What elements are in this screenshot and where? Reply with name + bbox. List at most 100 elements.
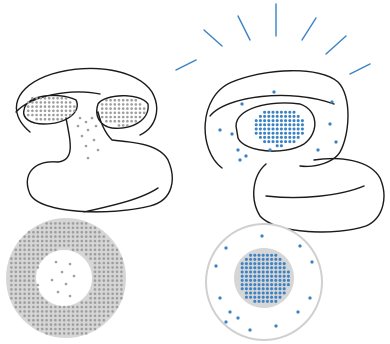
dot xyxy=(40,114,43,117)
dot xyxy=(258,287,261,290)
dot xyxy=(287,279,290,282)
dot xyxy=(85,222,88,225)
dot xyxy=(94,284,97,287)
dot xyxy=(19,279,22,282)
dot xyxy=(267,123,270,126)
dot xyxy=(107,244,110,247)
dot xyxy=(54,249,57,252)
dot xyxy=(118,116,121,119)
dot xyxy=(105,99,108,102)
dot xyxy=(45,227,48,230)
dot xyxy=(109,112,112,115)
dot xyxy=(23,315,26,318)
dot xyxy=(67,231,70,234)
dot xyxy=(28,297,31,300)
dot xyxy=(249,287,252,290)
dot xyxy=(72,231,75,234)
dot xyxy=(103,257,106,260)
dot xyxy=(214,264,217,267)
dot xyxy=(85,332,88,335)
dot xyxy=(19,249,22,252)
dot xyxy=(301,119,304,122)
dot xyxy=(50,323,53,326)
dot xyxy=(52,105,55,108)
dot xyxy=(89,306,92,309)
dot xyxy=(126,112,129,115)
dot xyxy=(249,279,252,282)
dot xyxy=(103,262,106,265)
dot xyxy=(263,119,266,122)
dot xyxy=(15,288,18,291)
dot xyxy=(122,124,125,127)
dot xyxy=(297,123,300,126)
dot xyxy=(279,262,282,265)
dot xyxy=(89,231,92,234)
dot xyxy=(76,249,79,252)
dot xyxy=(107,240,110,243)
dot xyxy=(241,271,244,274)
dot xyxy=(263,115,266,118)
signal-rays xyxy=(176,4,370,74)
dot xyxy=(40,118,43,121)
dot xyxy=(23,249,26,252)
dot xyxy=(56,101,59,104)
dot xyxy=(10,288,13,291)
dot xyxy=(45,332,48,335)
dot xyxy=(76,332,79,335)
dot xyxy=(19,301,22,304)
dot xyxy=(32,266,35,269)
dot xyxy=(266,279,269,282)
dot xyxy=(32,240,35,243)
dot xyxy=(35,105,38,108)
dot xyxy=(72,222,75,225)
dot xyxy=(111,249,114,252)
dot xyxy=(89,227,92,230)
dot xyxy=(37,306,40,309)
dot xyxy=(32,319,35,322)
dot xyxy=(69,101,72,104)
dot xyxy=(54,240,57,243)
dot xyxy=(258,279,261,282)
dot xyxy=(89,297,92,300)
dot xyxy=(116,297,119,300)
dot xyxy=(283,275,286,278)
dot xyxy=(45,323,48,326)
dot xyxy=(81,222,84,225)
dot xyxy=(279,283,282,286)
dot xyxy=(118,99,121,102)
dot xyxy=(267,132,270,135)
dot xyxy=(116,253,119,256)
dot xyxy=(67,306,70,309)
blue-dots-window xyxy=(255,111,304,148)
dot xyxy=(111,253,114,256)
dot xyxy=(15,262,18,265)
dot xyxy=(63,306,66,309)
dot xyxy=(19,266,22,269)
dot xyxy=(67,328,70,331)
dot xyxy=(81,227,84,230)
dot xyxy=(293,123,296,126)
dot xyxy=(249,283,252,286)
dot xyxy=(23,266,26,269)
dot xyxy=(54,227,57,230)
dot xyxy=(118,120,121,123)
dot xyxy=(274,287,277,290)
dot xyxy=(238,158,241,161)
dot xyxy=(44,110,47,113)
dot xyxy=(98,240,101,243)
dot xyxy=(19,306,22,309)
dot xyxy=(284,123,287,126)
dot xyxy=(245,275,248,278)
dot xyxy=(50,310,53,313)
dot xyxy=(50,306,53,309)
dot xyxy=(41,319,44,322)
dot xyxy=(32,271,35,274)
dot xyxy=(54,332,57,335)
dot xyxy=(37,284,40,287)
dot xyxy=(35,118,38,121)
dot xyxy=(107,288,110,291)
dot xyxy=(45,253,48,256)
dot xyxy=(272,140,275,143)
dot xyxy=(35,97,38,100)
dot xyxy=(28,262,31,265)
